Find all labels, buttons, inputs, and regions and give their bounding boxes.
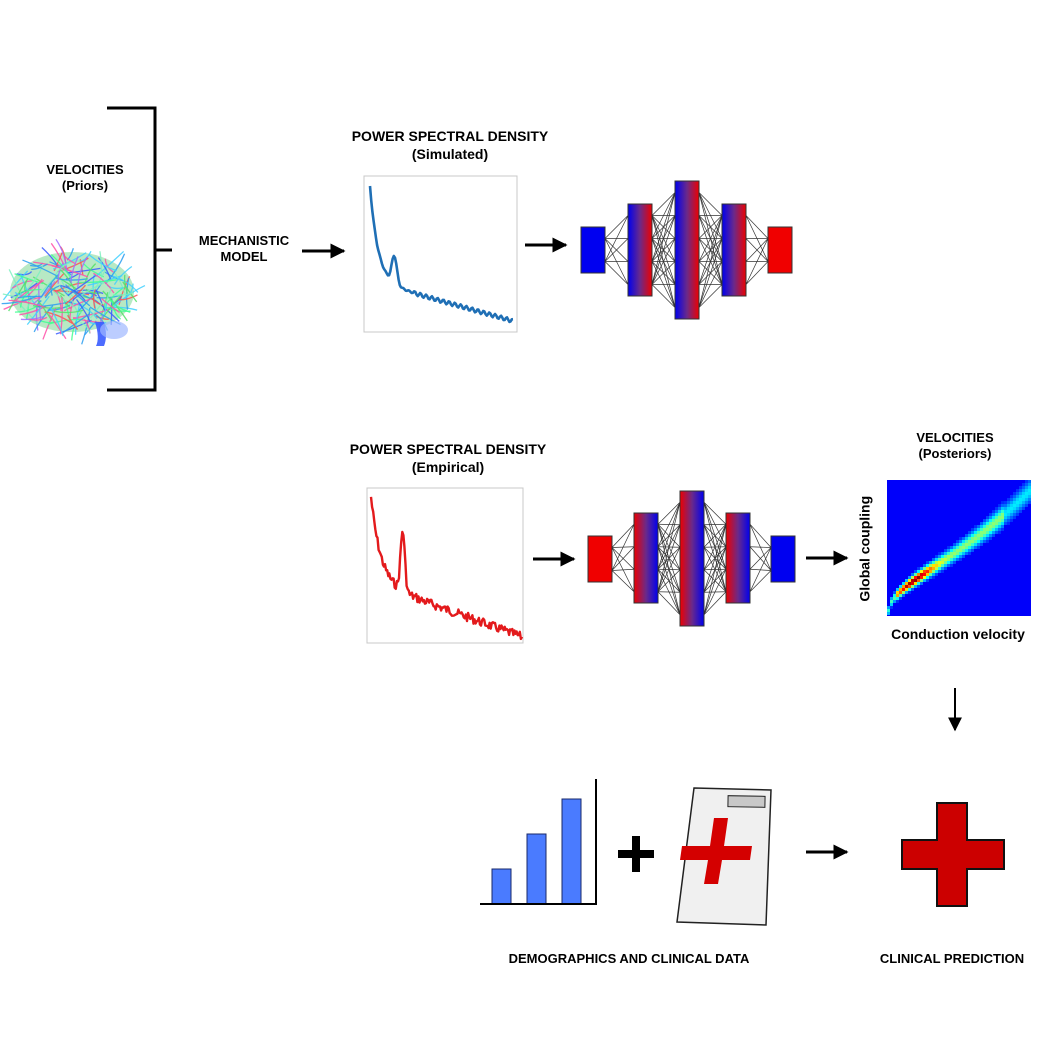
priors-label: VELOCITIES (Priors) — [30, 162, 140, 195]
posteriors-title: VELOCITIES — [916, 430, 994, 445]
mechanistic-model-label: MECHANISTIC MODEL — [180, 233, 308, 266]
clinical-prediction-label: CLINICAL PREDICTION — [879, 951, 1025, 966]
medical-record-icon — [676, 787, 772, 926]
demographics-label: DEMOGRAPHICS AND CLINICAL DATA — [508, 951, 750, 966]
psd-empirical-plot — [366, 487, 524, 644]
neural-network-icon — [587, 490, 796, 627]
brain-tractography-icon — [1, 238, 146, 346]
posteriors-subtitle: (Posteriors) — [918, 446, 992, 462]
bar-3 — [561, 798, 582, 905]
psd-empirical-subtitle: (Empirical) — [411, 458, 485, 475]
model-line2: MODEL — [220, 249, 268, 265]
priors-subtitle: (Priors) — [61, 178, 109, 194]
psd-simulated-title: POWER SPECTRAL DENSITY — [351, 128, 549, 144]
priors-title: VELOCITIES — [46, 162, 124, 177]
bar-chart-icon — [480, 779, 597, 905]
psd-simulated-line — [368, 185, 514, 324]
psd-simulated-label: POWER SPECTRAL DENSITY (Simulated) — [320, 128, 580, 163]
bar-1 — [491, 868, 512, 905]
neural-network-icon — [580, 180, 793, 320]
psd-empirical-label: POWER SPECTRAL DENSITY (Empirical) — [318, 441, 578, 476]
medical-cross-icon — [901, 802, 1005, 907]
psd-empirical-line — [369, 496, 524, 641]
psd-simulated-plot — [363, 175, 518, 333]
posteriors-label: VELOCITIES (Posteriors) — [885, 430, 1025, 463]
psd-empirical-title: POWER SPECTRAL DENSITY — [349, 441, 547, 457]
bar-2 — [526, 833, 547, 905]
psd-simulated-subtitle: (Simulated) — [411, 145, 489, 162]
bracket — [107, 106, 172, 392]
posterior-heatmap — [887, 480, 1031, 616]
model-line1: MECHANISTIC — [198, 233, 290, 248]
plus-icon — [618, 836, 654, 872]
posterior-xlabel: Conduction velocity — [891, 626, 1025, 642]
